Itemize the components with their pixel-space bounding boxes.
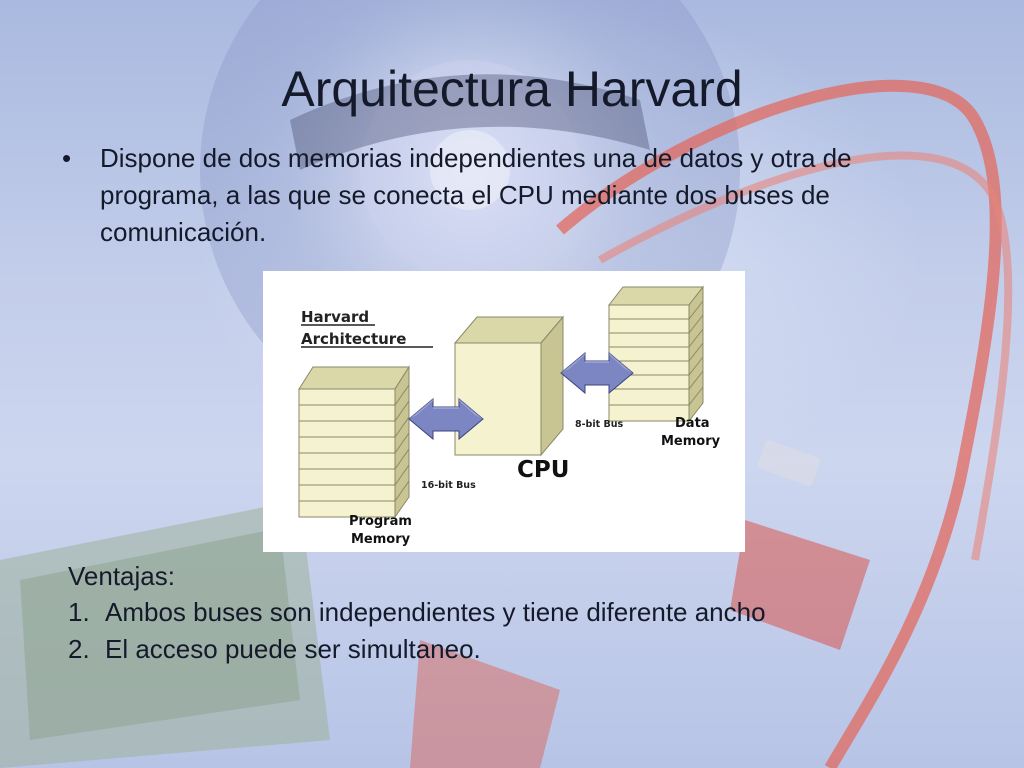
circuit-board-graphic: [0, 500, 330, 768]
data-memory-label-line1: Data: [675, 416, 710, 431]
diagram-title-line2: Architecture: [301, 330, 406, 348]
cd-label-graphic: [290, 74, 650, 170]
data-memory-label-line2: Memory: [661, 434, 721, 449]
cpu-label: CPU: [517, 457, 569, 483]
program-memory-label-line1: Program: [349, 514, 412, 529]
program-memory-stack: [298, 365, 410, 519]
advantage-item: 1. Ambos buses son independientes y tien…: [68, 594, 968, 631]
slide-title: Arquitectura Harvard: [281, 61, 743, 117]
circuit-board-graphic: [20, 528, 300, 740]
bullet-text: Dispone de dos memorias independientes u…: [100, 143, 852, 247]
program-bus-arrow: [408, 397, 484, 441]
harvard-architecture-diagram: Harvard Architecture: [263, 271, 745, 552]
usb-plug-graphic: [757, 440, 821, 486]
device-graphic: [730, 520, 870, 650]
bullet-marker: •: [62, 143, 72, 173]
advantages-heading: Ventajas:: [68, 561, 175, 591]
cable-graphic: [598, 151, 1013, 561]
bullet-list: • Dispone de dos memorias independientes…: [62, 140, 972, 251]
advantage-text: El acceso puede ser simultaneo.: [105, 634, 481, 664]
bullet-item: • Dispone de dos memorias independientes…: [62, 140, 972, 251]
advantage-text: Ambos buses son independientes y tiene d…: [105, 597, 766, 627]
advantage-number: 2.: [68, 634, 90, 664]
cd-hole-graphic: [430, 130, 510, 210]
device-graphic: [410, 640, 560, 768]
advantage-item: 2. El acceso puede ser simultaneo.: [68, 631, 968, 668]
diagram-title-line1: Harvard: [301, 308, 369, 326]
data-bus-label: 8-bit Bus: [575, 419, 623, 430]
advantage-number: 1.: [68, 597, 90, 627]
data-memory-stack: [607, 285, 705, 423]
cpu-block: [453, 315, 565, 457]
program-bus-label: 16-bit Bus: [421, 480, 476, 491]
advantages-list: 1. Ambos buses son independientes y tien…: [68, 594, 968, 668]
program-memory-label-line2: Memory: [351, 532, 411, 547]
data-bus-arrow: [560, 351, 634, 395]
cable-graphic: [556, 79, 1002, 768]
